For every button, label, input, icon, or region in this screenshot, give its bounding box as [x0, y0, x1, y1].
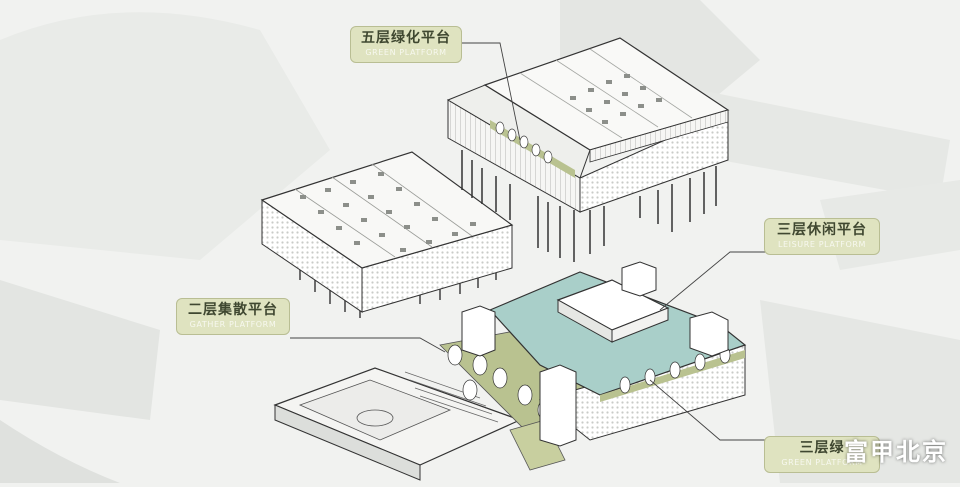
watermark-text: 富甲北京	[844, 438, 948, 466]
label-en: GREEN PLATFORM	[781, 458, 863, 467]
label-cn: 三层休闲平台	[777, 222, 867, 238]
label-cn: 三层绿	[799, 440, 845, 456]
leader-lines	[290, 42, 775, 441]
leisure-platform-3f-label: 三层休闲平台 LEISURE PLATFORM	[764, 218, 880, 255]
green-platform-3f-label: 三层绿 GREEN PLATFORM	[764, 436, 880, 473]
green-platform-5f-label: 五层绿化平台 GREEN PLATFORM	[350, 26, 462, 63]
label-en: GREEN PLATFORM	[365, 48, 447, 57]
label-en: LEISURE PLATFORM	[777, 240, 867, 249]
gather-platform-2f-label: 二层集散平台 GATHER PLATFORM	[176, 298, 290, 335]
label-cn: 二层集散平台	[188, 302, 278, 318]
top-building	[446, 37, 730, 262]
label-en: GATHER PLATFORM	[189, 320, 277, 329]
podium	[273, 261, 747, 481]
mid-left-building	[260, 151, 514, 318]
label-cn: 五层绿化平台	[361, 30, 451, 46]
